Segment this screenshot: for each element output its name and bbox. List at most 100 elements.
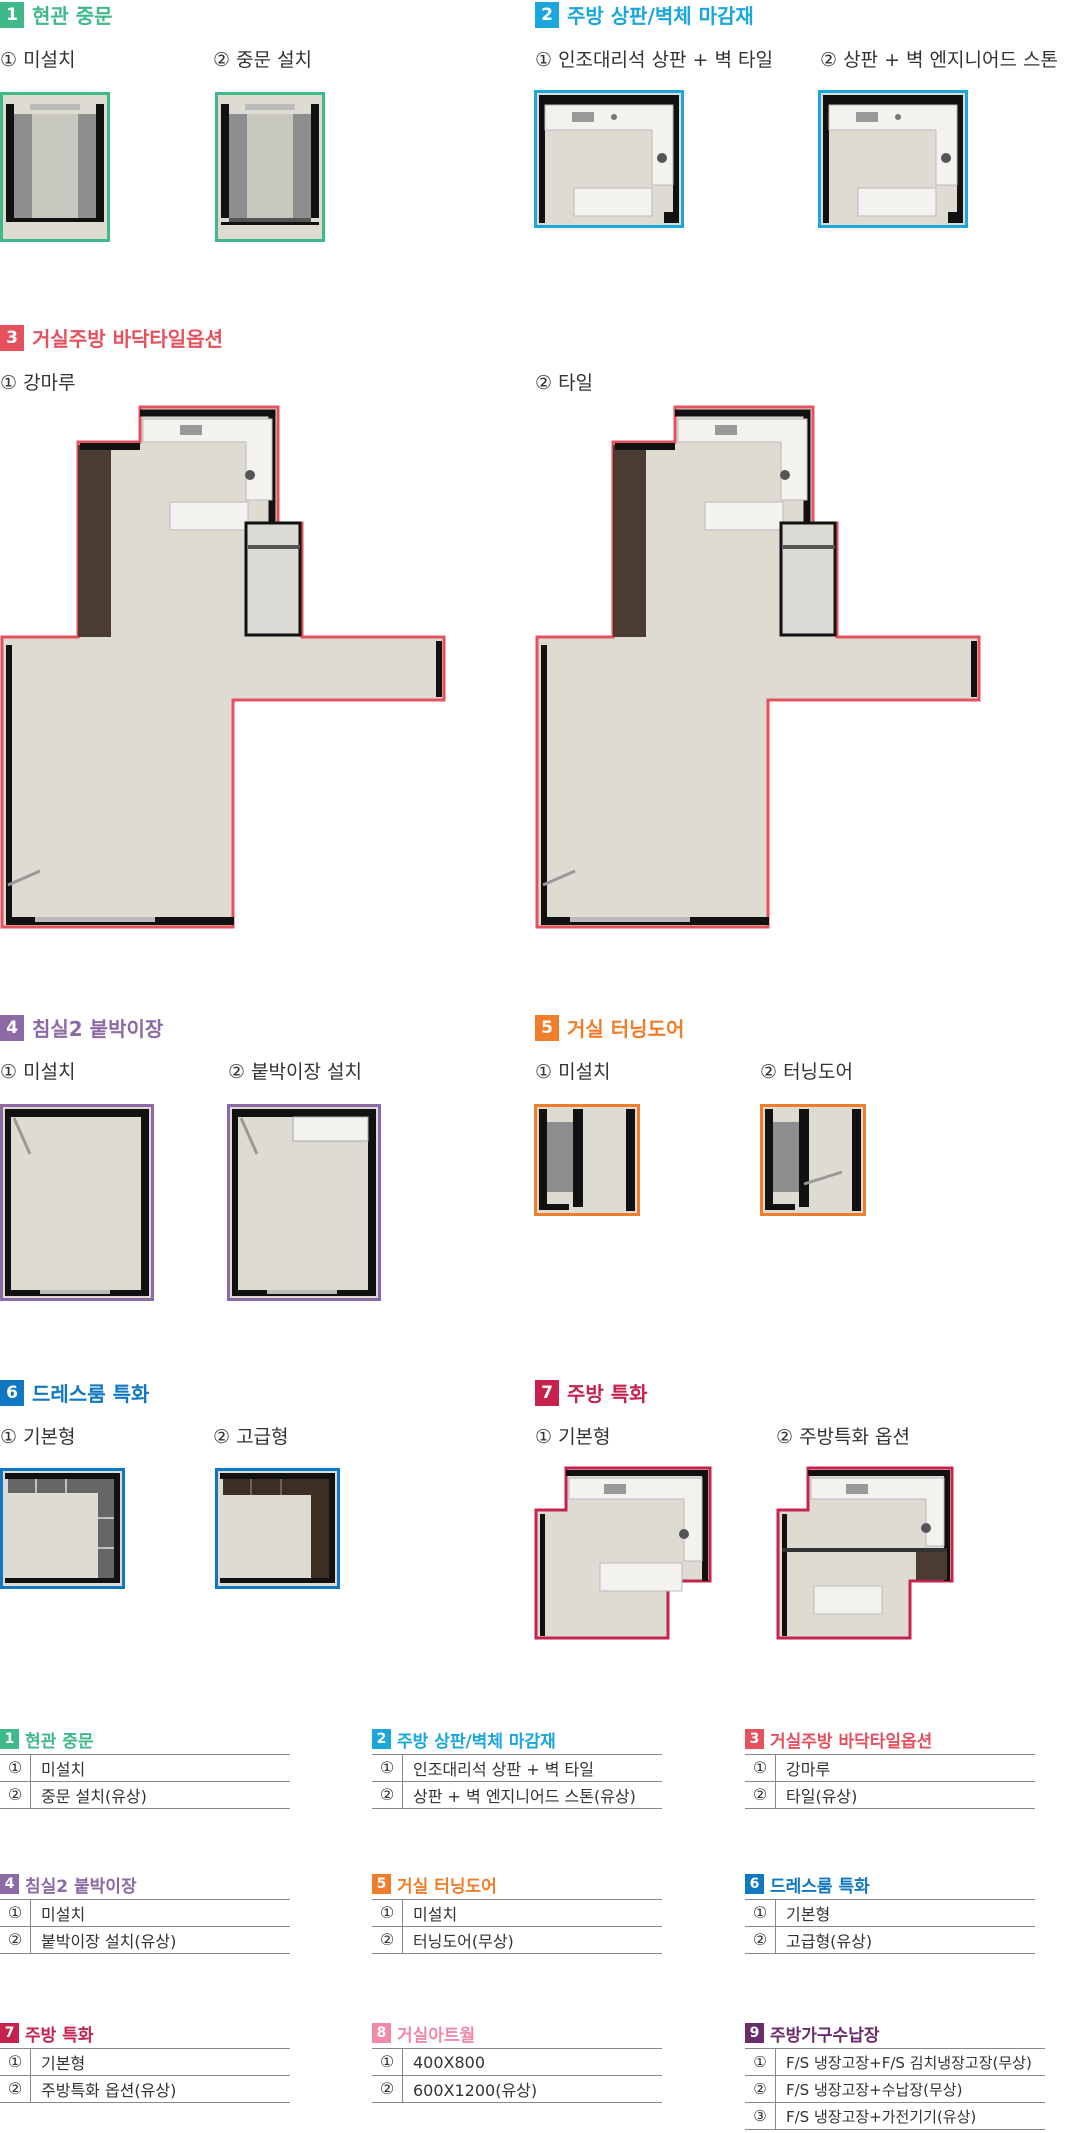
row-text: 강마루 <box>786 1760 831 1779</box>
row-text: 터닝도어(무상) <box>413 1932 514 1951</box>
legend-row: ② 타일(유상) <box>745 1781 1035 1809</box>
legend-header: 4 침실2 붙박이장 <box>0 1873 290 1897</box>
entrance-plan-none <box>0 92 110 242</box>
legend-row: ① 미설치 <box>372 1899 662 1926</box>
option-label: ① 기본형 <box>535 1426 611 1448</box>
row-number: ① <box>0 1900 31 1926</box>
legend-header: 5 거실 터닝도어 <box>372 1873 662 1897</box>
row-number: ① <box>372 1900 403 1926</box>
section-2-title: 2 주방 상판/벽체 마감재 <box>535 0 754 29</box>
legend-row: ① F/S 냉장고장+F/S 김치냉장고장(무상) <box>745 2048 1045 2075</box>
living-floor-plan-tile <box>535 405 981 929</box>
row-text: F/S 냉장고장+가전기기(유상) <box>786 2107 977 2126</box>
section-5-title: 5 거실 터닝도어 <box>535 1013 684 1042</box>
legend-header: 9 주방가구수납장 <box>745 2022 1045 2046</box>
bedroom2-plan-closet <box>227 1104 381 1301</box>
legend-title: 주방 상판/벽체 마감재 <box>397 1731 556 1752</box>
legend-title: 거실아트월 <box>397 2025 476 2046</box>
kitchen-special-plan-basic <box>534 1466 712 1640</box>
row-number: ① <box>745 2049 776 2075</box>
legend-title: 현관 중문 <box>25 1731 94 1752</box>
legend-row: ② 터닝도어(무상) <box>372 1926 662 1954</box>
section-badge: 2 <box>535 1 559 28</box>
row-number: ② <box>0 2076 31 2102</box>
row-number: ① <box>745 1755 776 1781</box>
option-label: ② 주방특화 옵션 <box>776 1426 910 1448</box>
row-text: 타일(유상) <box>786 1787 858 1806</box>
bedroom2-plan-none <box>0 1104 154 1301</box>
legend-5: 5 거실 터닝도어 ① 미설치 ② 터닝도어(무상) <box>372 1873 662 1954</box>
legend-header: 3 거실주방 바닥타일옵션 <box>745 1728 1035 1752</box>
section-title-text: 침실2 붙박이장 <box>32 1017 164 1041</box>
section-7-title: 7 주방 특화 <box>535 1378 648 1407</box>
row-number: ② <box>0 1927 31 1953</box>
section-badge: 3 <box>0 324 24 351</box>
legend-title: 주방 특화 <box>25 2025 94 2046</box>
row-text: 주방특화 옵션(유상) <box>41 2081 177 2100</box>
option-label: ① 미설치 <box>535 1061 611 1083</box>
section-1-title: 1 현관 중문 <box>0 0 113 29</box>
row-number: ② <box>372 1927 403 1953</box>
legend-title: 드레스룸 특화 <box>770 1876 870 1897</box>
section-badge: 7 <box>535 1379 559 1406</box>
dressroom-plan-premium <box>215 1468 340 1589</box>
legend-title: 주방가구수납장 <box>770 2025 880 2046</box>
row-text: 미설치 <box>41 1760 86 1779</box>
row-number: ② <box>745 1782 776 1808</box>
legend-row: ① 미설치 <box>0 1899 290 1926</box>
row-text: 미설치 <box>413 1905 458 1924</box>
dressroom-plan-basic <box>0 1468 125 1589</box>
living-floor-plan-wood <box>0 405 446 929</box>
section-6-title: 6 드레스룸 특화 <box>0 1378 149 1407</box>
legend-header: 6 드레스룸 특화 <box>745 1873 1035 1897</box>
legend-row: ② 주방특화 옵션(유상) <box>0 2075 290 2103</box>
section-title-text: 주방 특화 <box>567 1382 648 1406</box>
kitchen-special-plan-option <box>776 1466 954 1640</box>
section-badge: 5 <box>535 1014 559 1041</box>
legend-badge: 6 <box>745 1874 764 1894</box>
row-number: ① <box>0 2049 31 2075</box>
legend-badge: 7 <box>0 2023 19 2043</box>
row-text: 미설치 <box>41 1905 86 1924</box>
section-title-text: 거실주방 바닥타일옵션 <box>32 327 223 351</box>
option-label: ① 인조대리석 상판 + 벽 타일 <box>535 49 773 71</box>
legend-row: ① 강마루 <box>745 1754 1035 1781</box>
row-number: ① <box>372 1755 403 1781</box>
legend-header: 8 거실아트월 <box>372 2022 662 2046</box>
section-title-text: 거실 터닝도어 <box>567 1017 685 1041</box>
turning-door-plan-none <box>534 1104 640 1216</box>
row-text: 중문 설치(유상) <box>41 1787 147 1806</box>
kitchen-counter-plan-1 <box>534 90 684 228</box>
section-3-title: 3 거실주방 바닥타일옵션 <box>0 323 223 352</box>
legend-badge: 4 <box>0 1874 19 1894</box>
legend-badge: 8 <box>372 2023 391 2043</box>
row-text: 기본형 <box>786 1905 831 1924</box>
option-label: ② 중문 설치 <box>213 49 313 71</box>
row-text: F/S 냉장고장+F/S 김치냉장고장(무상) <box>786 2053 1032 2072</box>
option-label: ② 타일 <box>535 372 594 394</box>
option-label: ② 고급형 <box>213 1426 289 1448</box>
row-text: F/S 냉장고장+수납장(무상) <box>786 2080 963 2099</box>
section-4-title: 4 침실2 붙박이장 <box>0 1013 163 1042</box>
entrance-plan-door <box>215 92 325 242</box>
legend-title: 거실 터닝도어 <box>397 1876 497 1897</box>
row-text: 고급형(유상) <box>786 1932 873 1951</box>
option-label: ① 미설치 <box>0 1061 76 1083</box>
legend-title: 침실2 붙박이장 <box>25 1876 137 1897</box>
section-title-text: 드레스룸 특화 <box>32 1382 150 1406</box>
row-text: 600X1200(유상) <box>413 2081 538 2100</box>
